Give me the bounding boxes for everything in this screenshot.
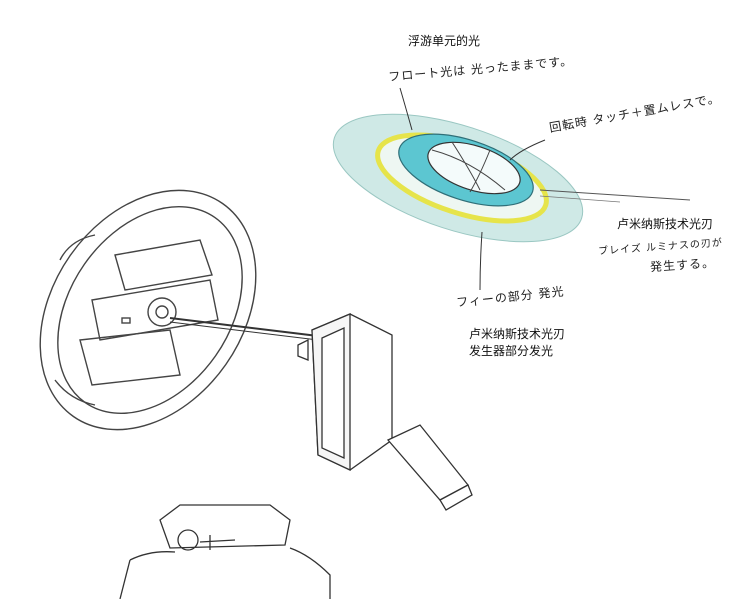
label-generator-light-1: 卢米纳斯技术光刃 [469,327,566,341]
label-lumenath-blade: 卢米纳斯技术光刃 [617,217,714,231]
wheel-grip-left [54,234,96,406]
wheel-hub [147,297,177,327]
floating-unit-dome-lines [431,141,506,193]
bottom-console [119,504,331,599]
leader-lines [399,87,546,291]
generator-arm [386,424,469,501]
wheel-hub-slot [121,317,131,324]
generator-glow-slot [321,326,345,460]
generator-clip [297,338,309,361]
floating-unit-tether [539,189,691,201]
wheel-hub-inner [155,305,169,319]
floating-unit-tether-2 [539,195,621,203]
blade-generator [297,313,473,511]
wheel-spoke-upper [114,239,213,291]
hub-cable-2 [169,321,319,341]
generator-arm-end [439,484,473,511]
floating-unit [332,113,691,243]
label-floating-unit-light: 浮游单元的光 [408,34,481,48]
label-generator-light-2: 发生器部分发光 [469,344,554,358]
hub-cable [169,317,319,337]
wheel-hub-plate [91,279,219,341]
steering-wheel [39,189,257,431]
